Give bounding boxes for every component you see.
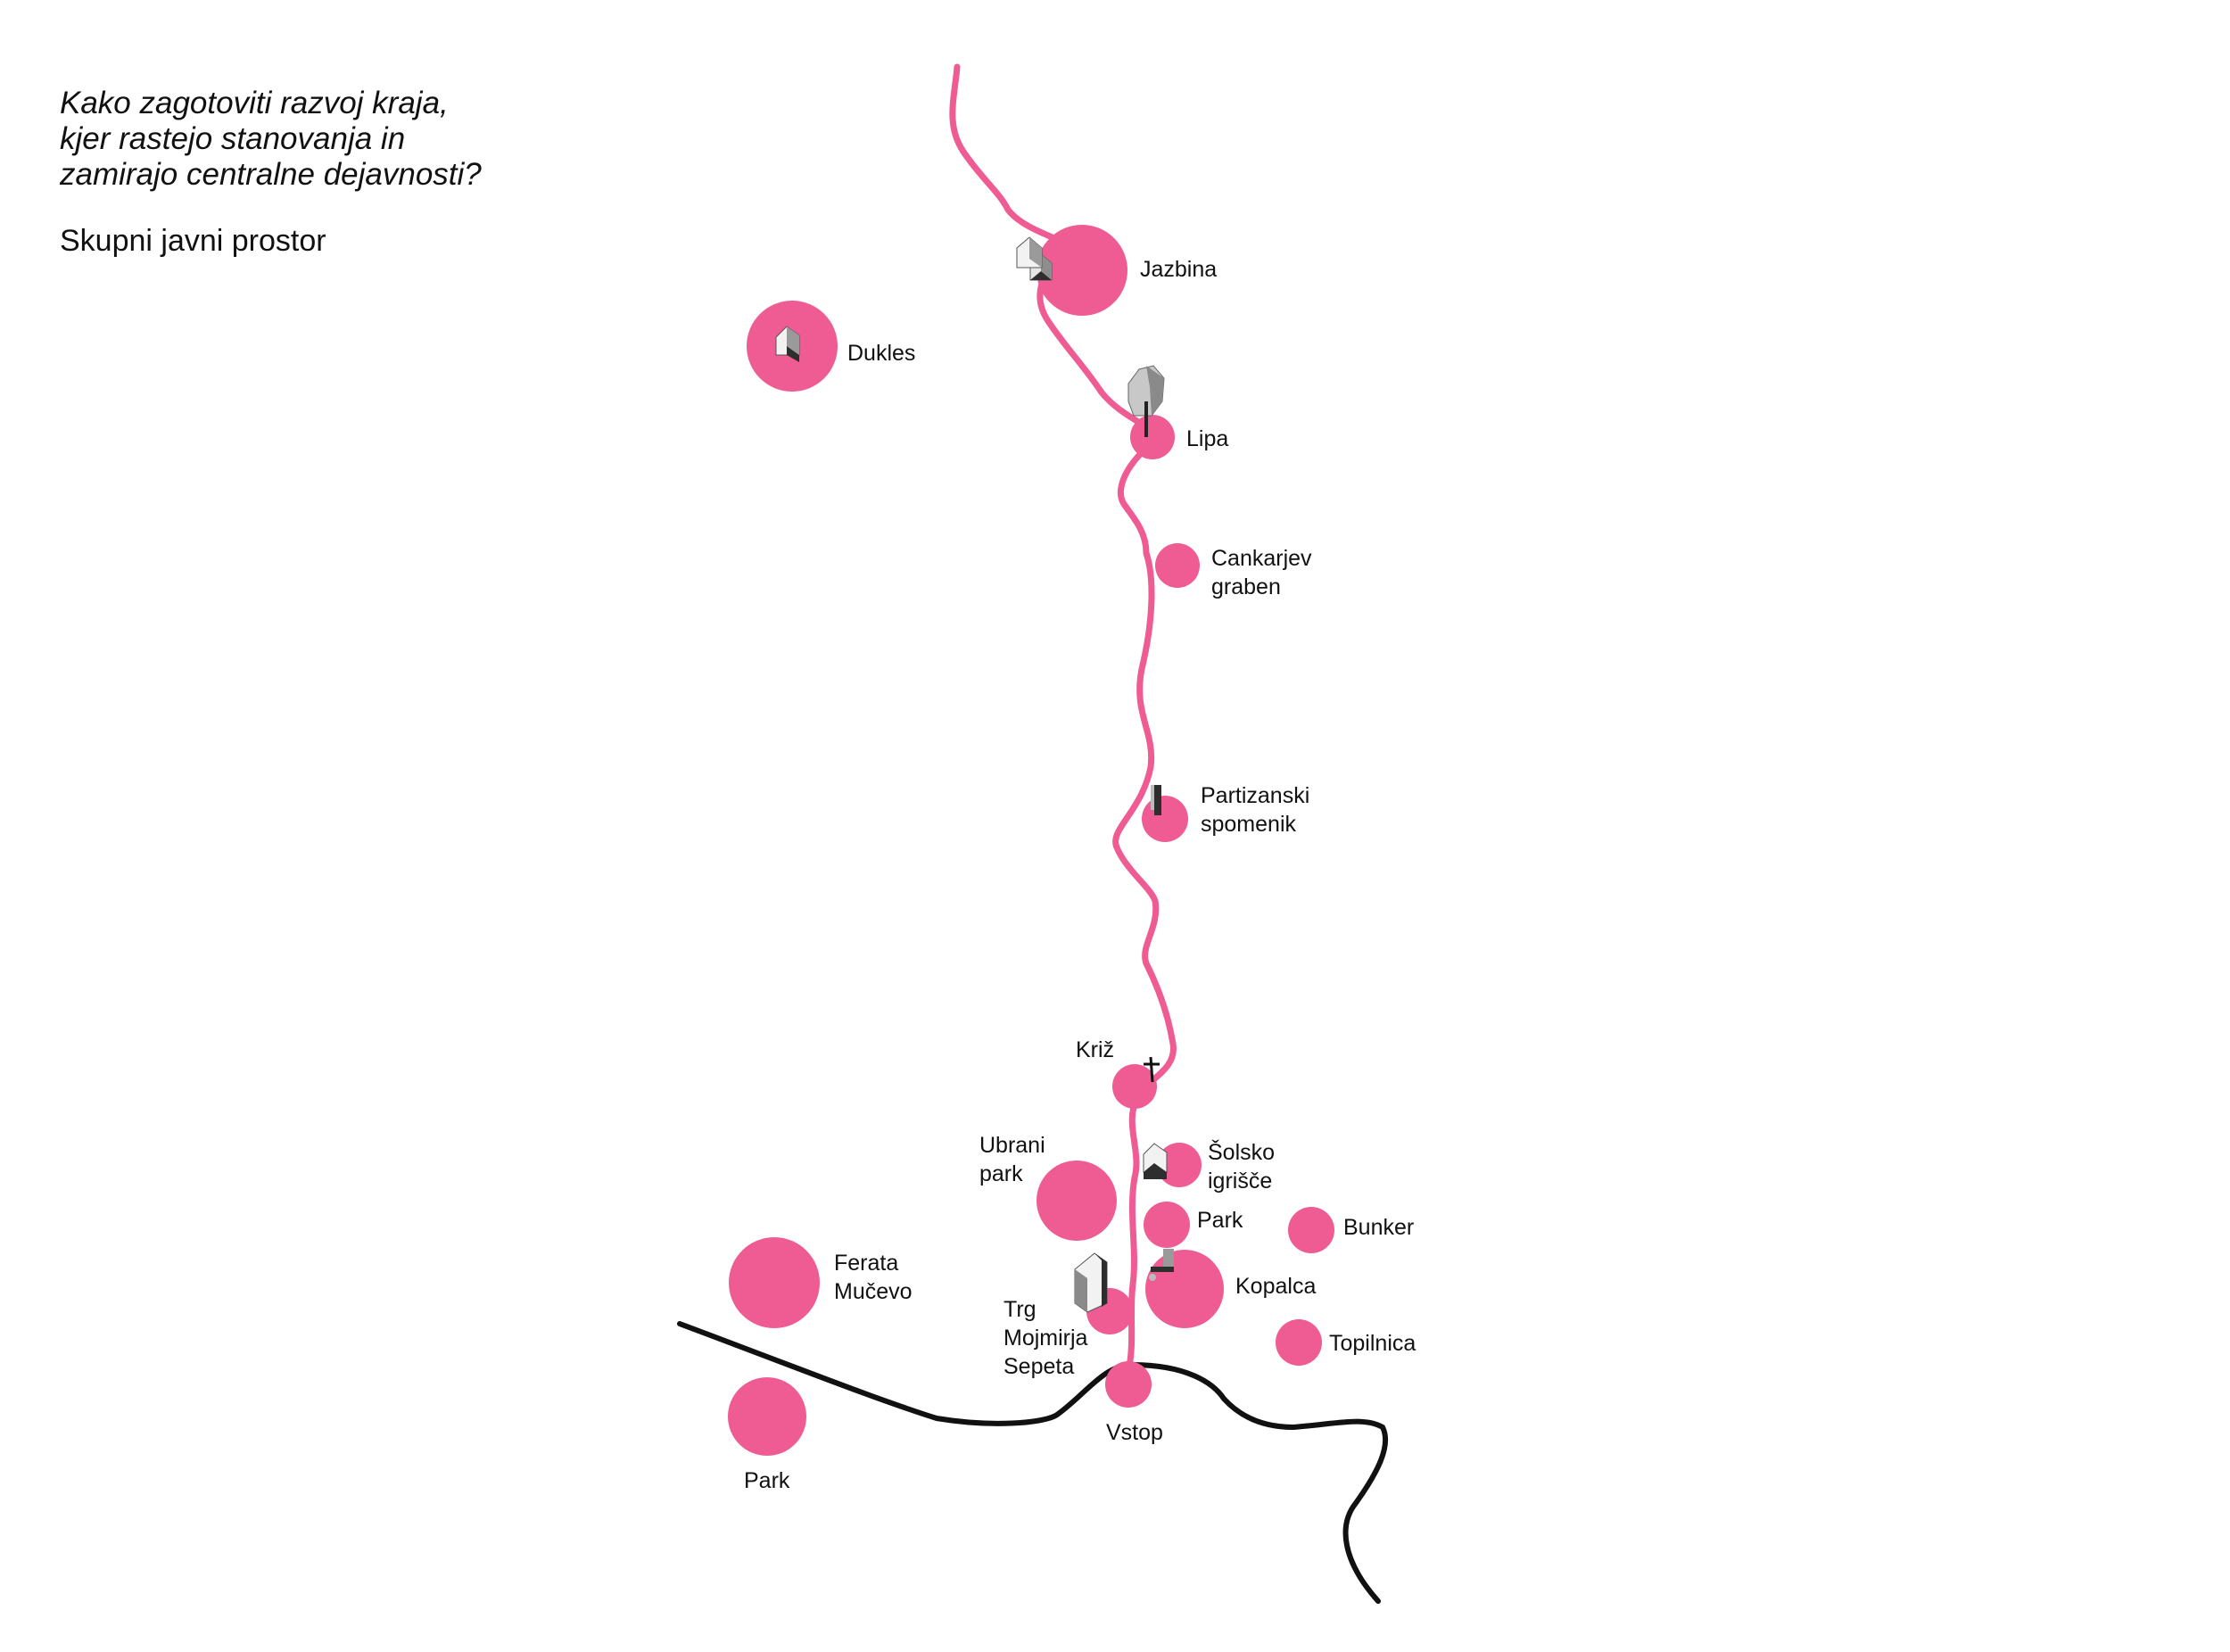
place-label-kriz: Križ [1076,1037,1114,1062]
place-label-lipa: Lipa [1186,426,1228,451]
question-line: zamirajo centralne dejavnosti? [60,157,482,192]
cross-icon [1144,1056,1160,1083]
place-label-cankarjev-graben: Cankarjev graben [1211,546,1318,599]
place-label-vstop: Vstop [1106,1420,1163,1445]
place-label-park-center: Park [1197,1208,1243,1233]
topilnica-circle[interactable] [1276,1319,1322,1366]
vstop-circle[interactable] [1105,1361,1152,1408]
place-label-bunker: Bunker [1343,1215,1414,1240]
place-label-ferata-mucevo: Ferata Mučevo [834,1251,913,1304]
tree-icon [1127,365,1165,437]
jazbina-circle[interactable] [1037,225,1127,316]
place-label-park-west: Park [744,1468,790,1493]
lipa-circle[interactable] [1130,415,1175,459]
question-text: Kako zagotoviti razvoj kraja, kjer raste… [60,86,482,193]
place-labels: Jazbina Dukles Lipa Cankarjev graben Par… [744,257,1416,1493]
bunker-circle[interactable] [1288,1207,1334,1253]
place-label-dukles: Dukles [847,341,915,366]
question-line: Kako zagotoviti razvoj kraja, [60,86,449,120]
place-label-topilnica: Topilnica [1329,1331,1416,1356]
ubrani-park-circle[interactable] [1037,1161,1117,1241]
place-label-solsko-igrisce: Šolsko igrišče [1208,1139,1281,1194]
road-line [677,1321,1389,1604]
place-label-partizanski-spomenik: Partizanski spomenik [1201,783,1316,837]
place-label-jazbina: Jazbina [1140,257,1217,282]
map-header: Kako zagotoviti razvoj kraja, kjer raste… [60,86,482,259]
house-icon [1143,1143,1168,1179]
monument-icon [1151,785,1161,815]
house-icon [1016,236,1043,268]
question-line: kjer rastejo stanovanja in [60,121,406,156]
solsko-igrisce-circle[interactable] [1157,1143,1202,1187]
map-subtitle: Skupni javni prostor [60,224,326,258]
place-circles [728,225,1334,1456]
kopalca-circle[interactable] [1145,1250,1224,1328]
ferata-mucevo-circle[interactable] [729,1237,820,1328]
faucet-icon [1149,1249,1174,1281]
partizanski-spomenik-circle[interactable] [1142,796,1188,842]
house-icon [775,326,800,362]
park-west-circle[interactable] [728,1377,806,1456]
cankarjev-graben-circle[interactable] [1155,543,1200,588]
place-label-ubrani-park: Ubrani park [979,1133,1052,1186]
place-label-kopalca: Kopalca [1235,1274,1316,1299]
park-center-circle[interactable] [1144,1202,1190,1248]
kriz-circle[interactable] [1112,1064,1157,1109]
building-icon [1074,1252,1108,1313]
place-label-trg-mojmirja-sepeta: Trg Mojmirja Sepeta [1004,1297,1094,1379]
